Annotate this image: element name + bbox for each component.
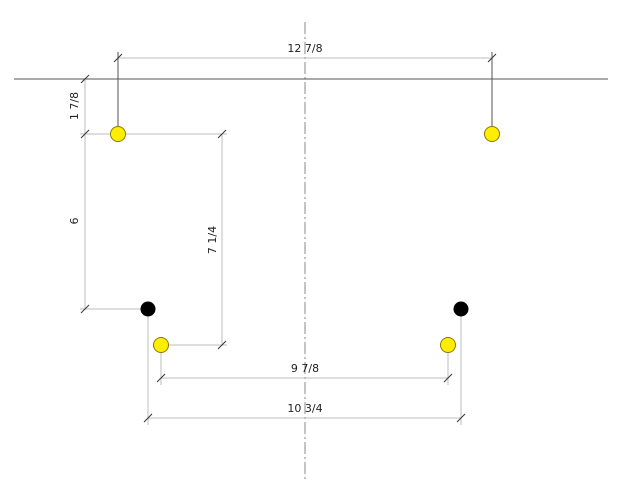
dimension-inner-height: 7 1/4 bbox=[118, 129, 227, 350]
tick-mark bbox=[217, 129, 227, 139]
black-point-left bbox=[140, 301, 156, 317]
tick-mark bbox=[443, 373, 453, 383]
tick-mark bbox=[217, 340, 227, 350]
dimension-label-left-height: 6 bbox=[68, 218, 81, 225]
dimension-label-inner-height: 7 1/4 bbox=[206, 226, 219, 254]
tick-mark bbox=[456, 413, 466, 423]
dimension-lower-outer-width: 10 3/4 bbox=[143, 309, 466, 425]
tick-mark bbox=[143, 413, 153, 423]
dimension-left-vertical: 1 7/8 6 bbox=[68, 74, 148, 314]
tick-mark bbox=[156, 373, 166, 383]
yellow-point-top-right bbox=[484, 126, 500, 142]
dimension-label-top-width: 12 7/8 bbox=[287, 42, 322, 55]
tick-mark bbox=[80, 74, 90, 84]
tick-mark bbox=[80, 129, 90, 139]
dimension-label-top-offset: 1 7/8 bbox=[68, 92, 81, 120]
yellow-point-top-left bbox=[110, 126, 126, 142]
yellow-point-bottom-left bbox=[153, 337, 169, 353]
tick-mark bbox=[80, 304, 90, 314]
dimension-label-lower-outer-width: 10 3/4 bbox=[287, 402, 322, 415]
dimension-label-lower-inner-width: 9 7/8 bbox=[291, 362, 319, 375]
tick-mark bbox=[113, 53, 123, 63]
tick-mark bbox=[487, 53, 497, 63]
yellow-point-bottom-right bbox=[440, 337, 456, 353]
dimension-top-width: 12 7/8 bbox=[113, 42, 497, 134]
dimension-lower-inner-width: 9 7/8 bbox=[156, 345, 453, 385]
black-point-right bbox=[453, 301, 469, 317]
